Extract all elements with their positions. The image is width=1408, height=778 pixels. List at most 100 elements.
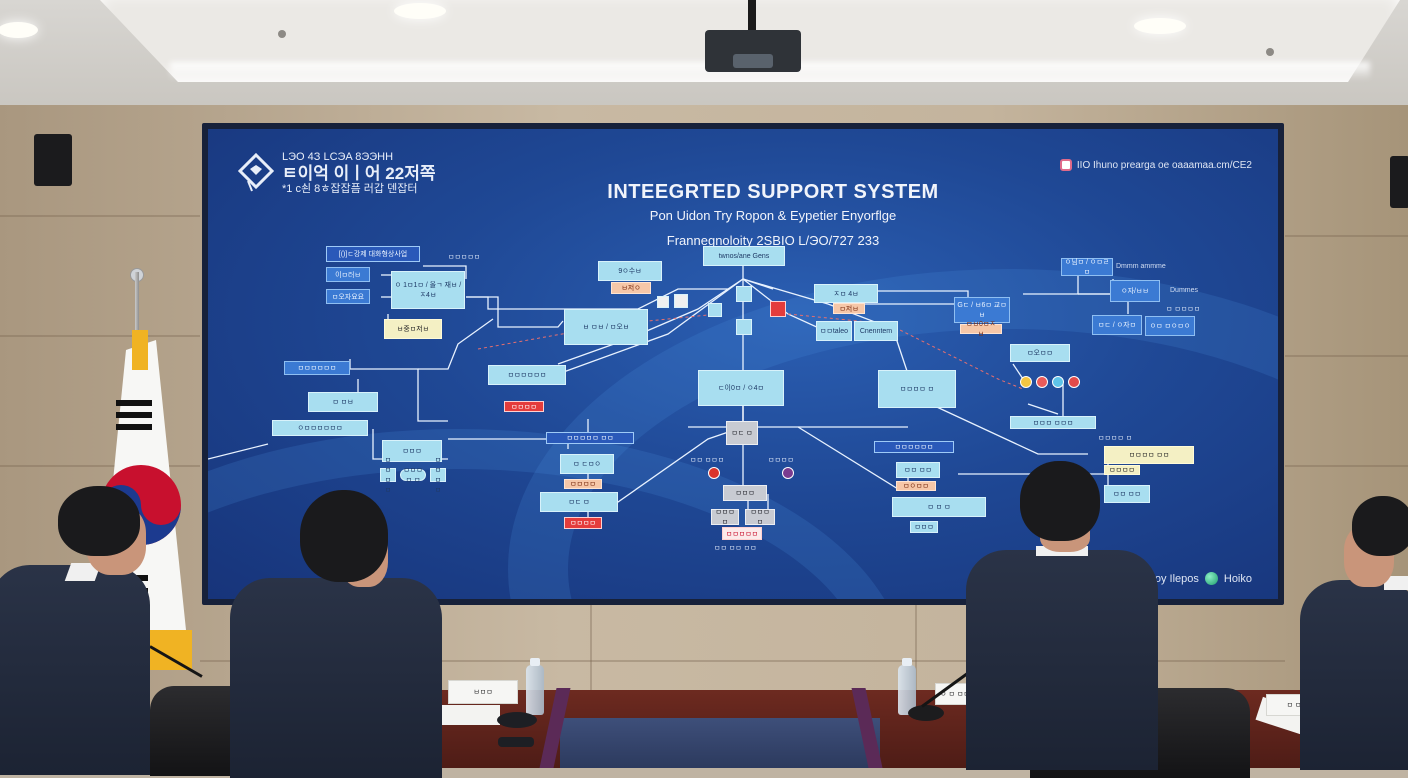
wall-seam — [0, 215, 200, 217]
document-paper — [440, 705, 500, 725]
status-dot-icon — [1020, 376, 1032, 388]
diagram-subtitle: Pon Uidon Try Ropon & Eypetier Enyorflge — [649, 208, 897, 223]
wall-seam — [590, 605, 592, 705]
wall-seam — [1285, 235, 1408, 237]
top-right-text: IIO Ihuno prearga oe oaaamaa.cm/CE2 — [1076, 159, 1252, 171]
diagram-node: ㅂ ㅁㅂ / ㅁ오ㅂ — [564, 309, 648, 345]
microphone-base — [908, 705, 944, 721]
sprinkler-icon — [278, 30, 286, 38]
nameplate-text: ㅂㅁㅁ — [473, 689, 493, 696]
suit — [966, 550, 1158, 770]
icon-node — [736, 286, 752, 302]
hair — [58, 486, 140, 556]
downlight-icon — [1134, 18, 1186, 34]
phone — [498, 737, 534, 747]
diagram-node: ㅂ저ㅇ — [611, 282, 651, 294]
diagram-node: ㅁㅁ ㅁㅁ — [1104, 485, 1150, 503]
wall-seam — [1285, 465, 1408, 467]
status-dot-icon — [708, 467, 720, 479]
status-dot-icon — [1068, 376, 1080, 388]
wall-seam — [0, 465, 200, 467]
globe-icon — [1204, 572, 1218, 585]
diagram-node: ㅈㅁ 4ㅂ — [814, 284, 878, 303]
diagram-label: ㅁ ㅁㅁㅁㅁ — [1166, 306, 1201, 313]
diagram-node: ㅁㅁㅁㅁㅁㅁ — [874, 441, 954, 453]
icon-node — [674, 294, 688, 308]
status-dot-icon — [1036, 376, 1048, 388]
diagram-node: Cnenntem — [854, 321, 898, 341]
hair — [1020, 461, 1100, 541]
downlight-icon — [0, 22, 38, 38]
diagram-node: ㅁ오자요요 — [326, 289, 370, 304]
diagram-node: ㅇ님ㅁ / ㅇㅁㄹㅁ — [1061, 258, 1113, 276]
diagram-node: ㅁ오ㅁㅁ — [1010, 344, 1070, 362]
bottle-cap — [902, 658, 912, 666]
diagram-node: ㅁㄷ / ㅇ자ㅁ — [1092, 315, 1142, 335]
water-bottle — [526, 658, 544, 715]
diagram-node: ㅂ중ㅁ저ㅂ — [384, 319, 442, 339]
diagram-node: ㅁㅁㅁ ㅁㅁㅁ — [1010, 416, 1096, 429]
suit — [230, 578, 442, 778]
diagram-node: ㅁㄷ ㅁ — [540, 492, 618, 512]
logo-line-2: ㅌ이억 이ㅣ어 22저쪽 — [282, 163, 436, 183]
diagram-label: ㅁㅁ ㅁㅁ ㅁㅁ — [714, 545, 757, 552]
diagram-node: ㅁㅁㅁㅁㅁ ㅁㅁ — [546, 432, 634, 444]
nameplate: ㅂㅁㅁ — [448, 680, 518, 704]
status-dot-icon — [782, 467, 794, 479]
diagram-node: Gㄷ / ㅂ6ㅁ 교ㅁㅂ — [954, 297, 1010, 323]
diagram-node: ㅁ ㅁㅂ — [308, 392, 378, 412]
projector-lens — [733, 54, 773, 68]
icon-node — [708, 303, 722, 317]
diagram-label: ㅁㅁㅁㅁ ㅁ — [1098, 435, 1133, 442]
diagram-node: ㄷ이0ㅁ / ㅇ4ㅁ — [698, 370, 784, 406]
wall-seam — [200, 660, 1285, 662]
display-screen: LЭO 4З LCЭA 8ЭЭHH ㅌ이억 이ㅣ어 22저쪽 *1 c쇤 8ㅎ잡… — [202, 123, 1284, 605]
diagram-subtitle-2: Frannegnoloity 2SBIO L/ЭO/727 233 — [666, 233, 880, 248]
nameplate-text: ㅁ ㅁ — [1286, 702, 1302, 709]
top-right-caption: IIO Ihuno prearga oe oaaamaa.cm/CE2 — [1059, 159, 1252, 171]
sprinkler-icon — [1266, 48, 1274, 56]
wall-seam — [915, 605, 917, 705]
diagram-node: ㅁㅁㅁㅁ ㅁ — [878, 370, 956, 408]
diagram-node: ㅁㅁ ㅁㅁ — [896, 462, 940, 478]
diagram-label: Dummes — [1170, 287, 1199, 294]
wall-seam — [0, 335, 200, 337]
diagram-node: ㅇ자/ㅂㅂ — [1110, 280, 1160, 302]
alert-node — [770, 301, 786, 317]
diamond-logo-icon — [238, 153, 274, 192]
diagram-node: ㅁㅁㅁ — [910, 521, 938, 533]
diagram-node: ㅁㅁtaleo — [816, 321, 852, 341]
diagram-label: ㅁㅁㅁㅁ — [768, 457, 794, 464]
diagram-label: ㅁㅁㅁㅁㅁ — [448, 254, 481, 261]
diagram-node: ㅁㄷ ㅁ — [726, 421, 758, 445]
status-dot-icon — [1052, 376, 1064, 388]
diagram-node: ㅁㅁㅁㅁㅁㅁ — [488, 365, 566, 385]
diagram-node: ㅁㅁㅁㅁㅁㅁ — [284, 361, 350, 375]
diagram-node: ㅇㅁㅁㅁㅁㅁㅁ — [272, 420, 368, 436]
wall-speaker — [34, 134, 72, 186]
diagram-label: Dmmm ammme — [1116, 263, 1166, 270]
diagram-node: ㅁㅇㅁㅁ — [896, 481, 936, 491]
table-center-well — [560, 718, 880, 768]
ceiling-projector — [705, 30, 801, 72]
wall-seam — [1285, 355, 1408, 357]
bottle-cap — [530, 658, 540, 666]
diagram-node: twnos/ane Gens — [703, 246, 785, 266]
water-bottle — [898, 658, 916, 715]
diagram-node: ㅁㅁㅁㅁ — [504, 401, 544, 412]
suit — [1300, 580, 1408, 770]
title-block: INTEEGRTED SUPPORT SYSTEM Pon Uidon Try … — [208, 181, 1278, 248]
projector-mount — [748, 0, 756, 32]
diagram-node: 9ㅇ수ㅂ — [598, 261, 662, 281]
diagram-node: ㅁㅁㅁㅁㅁ — [722, 527, 762, 540]
suit — [0, 565, 150, 775]
nameplate-text: ㅇ ㅁ ㅁㅁ — [940, 691, 970, 698]
icon-node — [657, 296, 669, 308]
diagram-node: ㅁ ㅁ ㅁ — [892, 497, 986, 517]
diagram-node: ㅁㅁㅁㅁ — [1104, 465, 1140, 475]
organization-logo: LЭO 4З LCЭA 8ЭЭHH ㅌ이억 이ㅣ어 22저쪽 *1 c쇤 8ㅎ잡… — [238, 151, 435, 196]
bottom-right-text-right: Hoiko — [1223, 572, 1252, 585]
shirt-collar — [1384, 576, 1408, 590]
diagram-node: ㅇㅁ ㅁㅇㅁㅇ — [1145, 316, 1195, 336]
diagram-node: ㅁㅁㅁㅁ — [430, 457, 446, 494]
